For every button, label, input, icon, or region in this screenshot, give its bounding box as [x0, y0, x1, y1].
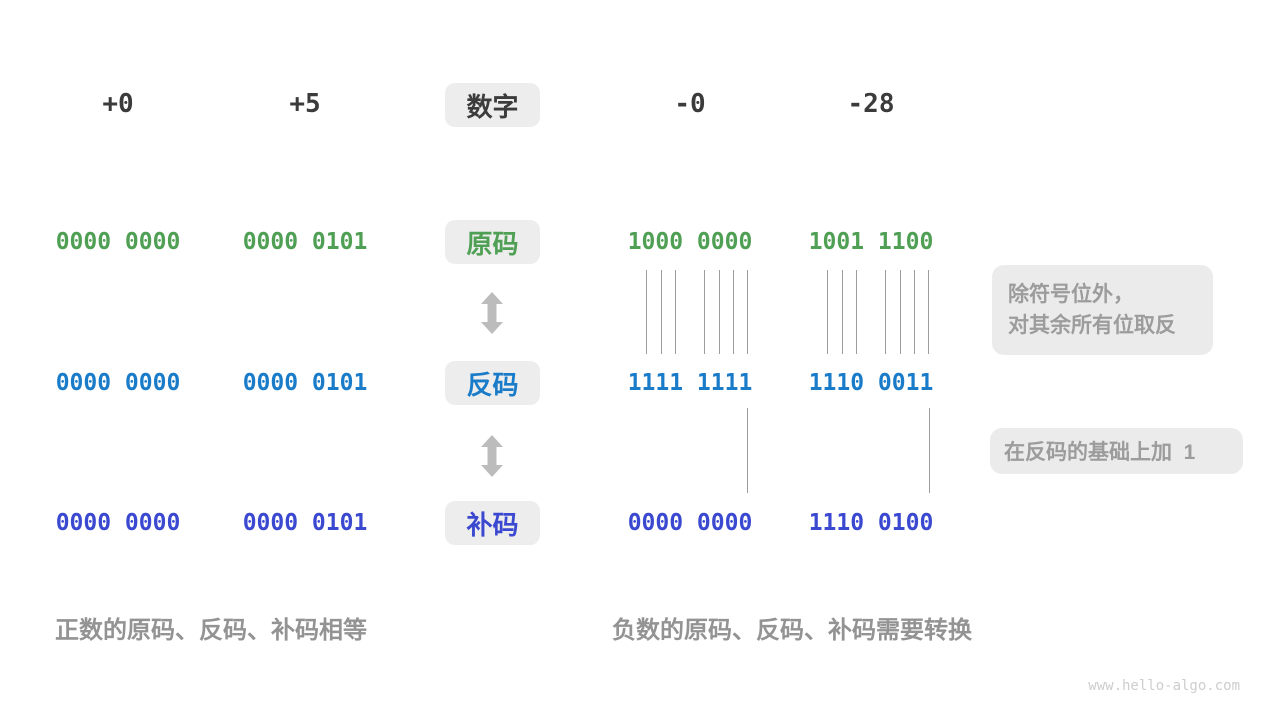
ones-complement-pos-zero: 0000 0000: [55, 370, 181, 396]
number-neg-zero: -0: [674, 89, 706, 119]
number-label-text: 数字: [466, 91, 519, 122]
invert-bit-line: [827, 270, 828, 354]
number-pos-zero: +0: [102, 89, 134, 119]
add-one-line: [747, 408, 748, 493]
twos-complement-neg-zero: 0000 0000: [627, 510, 753, 536]
ones-complement-label-chip: 反码: [445, 361, 540, 405]
sign-magnitude-pos-zero: 0000 0000: [55, 229, 181, 255]
positive-numbers-caption: 正数的原码、反码、补码相等: [55, 617, 367, 644]
sign-magnitude-label-text: 原码: [466, 228, 519, 259]
invert-bit-line: [856, 270, 857, 354]
invert-bit-lines-neg-zero: [625, 270, 755, 354]
double-arrow-icon: [481, 435, 503, 477]
invert-bit-line: [885, 270, 886, 354]
invert-bit-line: [719, 270, 720, 354]
number-neg-28: -28: [847, 89, 895, 119]
invert-annotation-box: 除符号位外， 对其余所有位取反: [992, 265, 1213, 355]
sign-magnitude-neg-zero: 1000 0000: [627, 229, 753, 255]
invert-bit-lines-neg-28: [806, 270, 936, 354]
invert-annotation-line2: 对其余所有位取反: [1008, 314, 1176, 337]
invert-bit-line: [928, 270, 929, 354]
add-one-line: [929, 408, 930, 493]
sign-magnitude-label-chip: 原码: [445, 220, 540, 264]
twos-complement-label-chip: 补码: [445, 501, 540, 545]
twos-complement-pos-zero: 0000 0000: [55, 510, 181, 536]
invert-bit-line: [704, 270, 705, 354]
invert-bit-line: [733, 270, 734, 354]
ones-complement-neg-28: 1110 0011: [808, 370, 934, 396]
number-pos-five: +5: [289, 89, 321, 119]
double-arrow-icon: [481, 292, 503, 334]
invert-bit-line: [675, 270, 676, 354]
invert-bit-line: [914, 270, 915, 354]
invert-bit-line: [661, 270, 662, 354]
sign-magnitude-neg-28: 1001 1100: [808, 229, 934, 255]
invert-bit-line: [900, 270, 901, 354]
ones-complement-pos-five: 0000 0101: [242, 370, 368, 396]
watermark-url: www.hello-algo.com: [1088, 678, 1240, 694]
twos-complement-label-text: 补码: [466, 509, 519, 540]
ones-complement-neg-zero: 1111 1111: [627, 370, 753, 396]
invert-bit-line: [747, 270, 748, 354]
invert-annotation-line1: 除符号位外，: [1008, 283, 1134, 306]
number-label-chip: 数字: [445, 83, 540, 127]
negative-numbers-caption: 负数的原码、反码、补码需要转换: [612, 617, 972, 644]
add-one-annotation-box: 在反码的基础上加 1: [990, 428, 1243, 474]
ones-complement-label-text: 反码: [466, 369, 519, 400]
twos-complement-neg-28: 1110 0100: [808, 510, 934, 536]
add-one-annotation-text: 在反码的基础上加 1: [1004, 441, 1196, 464]
invert-bit-line: [842, 270, 843, 354]
sign-magnitude-pos-five: 0000 0101: [242, 229, 368, 255]
twos-complement-pos-five: 0000 0101: [242, 510, 368, 536]
invert-bit-line: [646, 270, 647, 354]
